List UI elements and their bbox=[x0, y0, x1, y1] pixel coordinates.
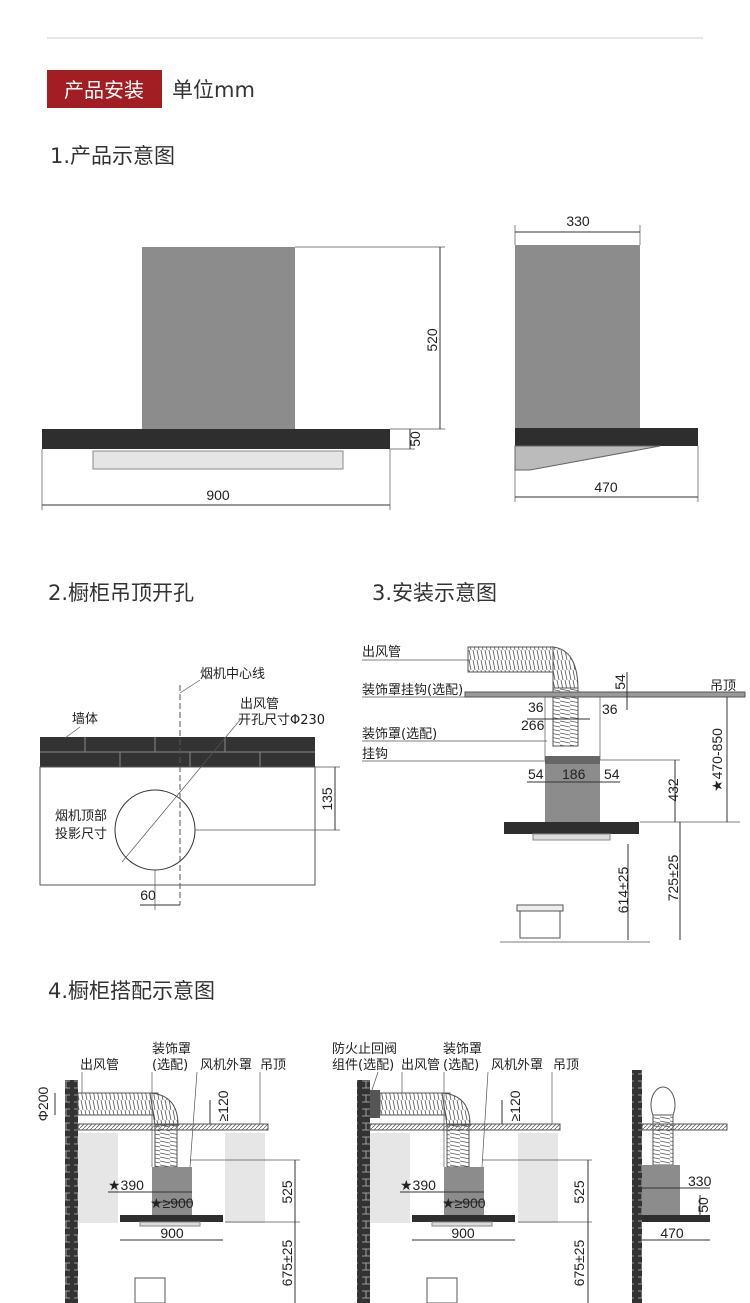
dim-side-bottom: 470 bbox=[594, 479, 618, 495]
s3-cover-hook-label: 装饰罩挂钩(选配) bbox=[362, 683, 463, 698]
duct-label: 出风管 bbox=[240, 697, 279, 712]
dim-725: 725±25 bbox=[665, 854, 681, 901]
b-dim-525: 525 bbox=[571, 1180, 587, 1204]
s3-duct-label: 出风管 bbox=[362, 645, 401, 660]
dim-186: 186 bbox=[562, 766, 586, 782]
dim-470-850: ★470-850 bbox=[709, 728, 725, 792]
a-duct-label: 出风管 bbox=[80, 1058, 119, 1073]
dim-panel: 50 bbox=[407, 431, 423, 447]
c-dim-50: 50 bbox=[695, 1197, 711, 1213]
section3-title: 3.安装示意图 bbox=[372, 581, 497, 605]
hole-size-label: 开孔尺寸Φ230 bbox=[238, 713, 325, 728]
dim-54-top: 54 bbox=[612, 674, 628, 690]
b-fan-label: 风机外罩 bbox=[491, 1058, 543, 1073]
b-valve-label-2: 组件(选配) bbox=[332, 1058, 394, 1073]
dim-36-right: 36 bbox=[602, 701, 618, 717]
dim-60: 60 bbox=[140, 887, 156, 903]
unit-label: 单位mm bbox=[172, 78, 255, 102]
cabinet-diagram-c bbox=[632, 1070, 728, 1303]
wall-label: 墙体 bbox=[72, 712, 98, 727]
a-fan-label: 风机外罩 bbox=[200, 1058, 252, 1073]
side-view bbox=[514, 225, 699, 502]
cabinet-diagram-a bbox=[54, 1071, 300, 1303]
b-dim-390: ★390 bbox=[400, 1177, 436, 1193]
center-line-label: 烟机中心线 bbox=[200, 667, 265, 682]
dim-36-left: 36 bbox=[528, 699, 544, 715]
a-dim-gap: ≥120 bbox=[215, 1090, 231, 1121]
a-dim-900: 900 bbox=[160, 1225, 184, 1241]
b-cover-label-1: 装饰罩 bbox=[443, 1042, 482, 1057]
dim-614: 614±25 bbox=[615, 866, 631, 913]
installation-diagram bbox=[362, 646, 746, 943]
dim-54-right: 54 bbox=[604, 766, 620, 782]
c-dim-470: 470 bbox=[660, 1225, 684, 1241]
b-dim-gap: ≥120 bbox=[507, 1090, 523, 1121]
dim-54-left: 54 bbox=[528, 766, 544, 782]
a-dim-525: 525 bbox=[279, 1180, 295, 1204]
b-dim-900-min: ★≥900 bbox=[442, 1195, 486, 1211]
dim-266: 266 bbox=[521, 717, 545, 733]
s3-ceiling-label: 吊顶 bbox=[710, 679, 736, 694]
dim-side-top: 330 bbox=[566, 213, 590, 229]
dim-432: 432 bbox=[665, 778, 681, 802]
b-valve-label-1: 防火止回阀 bbox=[332, 1041, 397, 1057]
section2-title: 2.橱柜吊顶开孔 bbox=[48, 581, 194, 605]
section4-title: 4.橱柜搭配示意图 bbox=[48, 979, 215, 1003]
a-cover-label-1: 装饰罩 bbox=[152, 1042, 191, 1057]
a-dim-phi: Φ200 bbox=[35, 1087, 51, 1122]
projection-label-1: 烟机顶部 bbox=[55, 809, 107, 824]
s3-hook-label: 挂钩 bbox=[362, 747, 388, 762]
front-view bbox=[41, 246, 445, 510]
ceiling-hole-diagram bbox=[39, 679, 340, 910]
c-dim-330: 330 bbox=[688, 1173, 712, 1189]
b-cover-label-2: (选配) bbox=[443, 1058, 479, 1073]
dim-height: 520 bbox=[424, 328, 440, 352]
s3-cover-label: 装饰罩(选配) bbox=[362, 727, 437, 742]
a-dim-900-min: ★≥900 bbox=[150, 1195, 194, 1211]
dim-width: 900 bbox=[206, 487, 230, 503]
section-badge bbox=[47, 70, 162, 108]
a-cover-label-2: (选配) bbox=[152, 1058, 188, 1073]
b-dim-900: 900 bbox=[451, 1225, 475, 1241]
dim-135: 135 bbox=[319, 787, 335, 811]
a-ceiling-label: 吊顶 bbox=[260, 1058, 286, 1073]
a-dim-675: 675±25 bbox=[279, 1239, 295, 1286]
b-ceiling-label: 吊顶 bbox=[553, 1058, 579, 1073]
cabinet-diagram-b bbox=[357, 1071, 592, 1303]
b-dim-675: 675±25 bbox=[571, 1239, 587, 1286]
section1-title: 1.产品示意图 bbox=[50, 144, 175, 168]
a-dim-390: ★390 bbox=[108, 1177, 144, 1193]
projection-label-2: 投影尺寸 bbox=[55, 826, 107, 842]
b-duct-label: 出风管 bbox=[401, 1058, 440, 1073]
badge-label: 产品安装 bbox=[64, 78, 144, 102]
